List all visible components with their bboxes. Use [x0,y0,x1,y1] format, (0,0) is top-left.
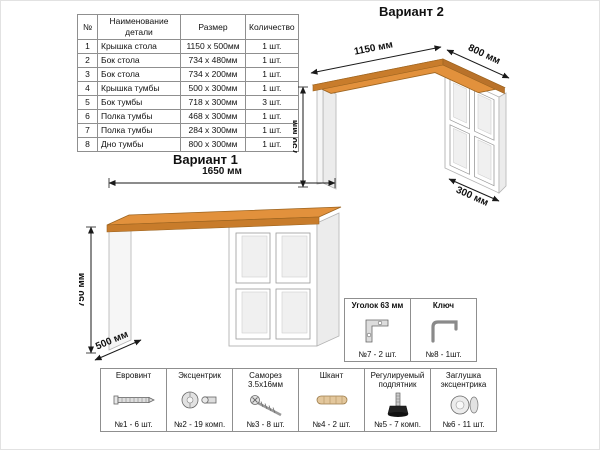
hardware-qty: №1 - 6 шт. [114,420,153,429]
part-size: 468 x 300мм [180,109,246,125]
part-quantity: 3 шт. [245,95,299,111]
cam-lock-icon [178,380,222,420]
euro-screw-icon [112,380,156,420]
variant2-drawing: 1150 мм 800 мм 750 мм 300 мм [293,39,510,209]
part-number: 3 [77,67,98,83]
variant1-drawing: 1650 мм 750 мм 500 мм [79,166,342,361]
part-number: 4 [77,81,98,97]
part-quantity: 1 шт. [245,123,299,139]
part-size: 718 x 300мм [180,95,246,111]
v1-cabinet-side [316,212,340,347]
part-name: Бок стола [97,67,181,83]
v2-wing-label: 800 мм [466,43,502,67]
col-header-quantity: Количество [245,13,299,41]
cam-cap-icon [446,389,482,420]
hardware-qty: №7 - 2 шт. [358,350,397,359]
v1-cabinet [228,212,340,347]
table-row: 2 Бок стола 734 x 480мм 1 шт. [77,53,299,69]
v1-width-label: 1650 мм [202,166,242,177]
part-number: 1 [77,39,98,55]
v2-width-label: 1150 мм [353,39,394,57]
hardware-qty: №8 - 1шт. [425,350,462,359]
table-row: 8 Дно тумбы 800 x 300мм 1 шт. [77,137,299,153]
v2-desktop [311,58,506,94]
part-number: 6 [77,109,98,125]
table-row: 1 Крышка стола 1150 x 500мм 1 шт. [77,39,299,55]
table-row: 6 Полка тумбы 468 x 300мм 1 шт. [77,109,299,125]
hardware-name: Уголок 63 мм [351,301,404,310]
part-name: Бок стола [97,53,181,69]
hardware-item-adjustable-foot: Регулируемый подпятник №5 - 7 комп. [364,368,431,432]
hardware-table-top: Уголок 63 мм №7 - 2 шт. Ключ №8 - 1шт. [344,298,477,362]
hardware-item-euro-screw: Евровинт №1 - 6 шт. [100,368,167,432]
v1-height-label: 750 мм [79,273,87,307]
table-row: 7 Полка тумбы 284 x 300мм 1 шт. [77,123,299,139]
part-name: Полка тумбы [97,109,181,125]
hardware-item-cam-lock: Эксцентрик №2 - 19 комп. [166,368,233,432]
part-name: Полка тумбы [97,123,181,139]
part-number: 7 [77,123,98,139]
hardware-qty: №3 - 8 шт. [246,420,285,429]
part-quantity: 1 шт. [245,137,299,153]
part-name: Крышка тумбы [97,81,181,97]
part-size: 284 x 300мм [180,123,246,139]
hardware-item-dowel: Шкант №4 - 2 шт. [298,368,365,432]
hardware-name: Шкант [319,371,344,380]
hardware-name: Заглушка эксцентрика [440,371,487,390]
part-size: 734 x 480мм [180,53,246,69]
hardware-item-cam-cap: Заглушка эксцентрика №6 - 11 шт. [430,368,497,432]
hardware-name: Саморез 3.5х16мм [247,371,284,390]
hardware-qty: №6 - 11 шт. [442,420,485,429]
variant2-title: Вариант 2 [379,4,444,19]
part-number: 8 [77,137,98,153]
v2-dimension-height: 750 мм [293,86,308,188]
part-size: 1150 x 500мм [180,39,246,55]
hardware-table-bottom: Евровинт №1 - 6 шт. Эксцентрик [100,368,497,432]
key-icon [423,310,465,350]
table-row: 4 Крышка тумбы 500 x 300мм 1 шт. [77,81,299,97]
self-tapping-screw-icon [246,389,286,420]
part-name: Крышка стола [97,39,181,55]
dowel-icon [312,380,352,420]
part-quantity: 1 шт. [245,39,299,55]
variant1-title: Вариант 1 [173,152,238,167]
hardware-item-key: Ключ №8 - 1шт. [410,298,477,362]
part-size: 500 x 300мм [180,81,246,97]
part-size: 734 x 200мм [180,67,246,83]
adjustable-foot-icon [380,389,416,420]
part-quantity: 1 шт. [245,53,299,69]
part-number: 5 [77,95,98,111]
v1-desktop [106,206,342,233]
part-number: 2 [77,53,98,69]
parts-table: № Наименование детали Размер Количество … [77,13,299,153]
col-header-size: Размер [180,13,246,41]
hardware-item-corner-bracket: Уголок 63 мм №7 - 2 шт. [344,298,411,362]
part-size: 800 x 300мм [180,137,246,153]
v2-height-label: 750 мм [293,120,300,154]
v2-cabinet-depth-label: 300 мм [454,185,490,209]
col-header-number: № [77,13,98,41]
hardware-item-screw: Саморез 3.5х16мм №3 - 8 шт. [232,368,299,432]
table-row: 5 Бок тумбы 718 x 300мм 3 шт. [77,95,299,111]
part-name: Бок тумбы [97,95,181,111]
hardware-name: Евровинт [115,371,152,380]
v2-cabinet-side [498,92,507,194]
part-quantity: 1 шт. [245,109,299,125]
hardware-name: Ключ [432,301,455,310]
hardware-qty: №4 - 2 шт. [312,420,351,429]
v1-dimension-height: 750 мм [79,226,96,354]
part-quantity: 1 шт. [245,67,299,83]
table-row: 3 Бок стола 734 x 200мм 1 шт. [77,67,299,83]
corner-bracket-icon [358,310,398,350]
part-name: Дно тумбы [97,137,181,153]
parts-table-header: № Наименование детали Размер Количество [77,13,299,41]
hardware-qty: №2 - 19 комп. [173,420,226,429]
col-header-name: Наименование детали [97,13,181,41]
part-quantity: 1 шт. [245,81,299,97]
hardware-name: Эксцентрик [178,371,221,380]
hardware-name: Регулируемый подпятник [370,371,425,390]
hardware-qty: №5 - 7 комп. [374,420,421,429]
v1-dimension-width: 1650 мм [108,166,336,188]
